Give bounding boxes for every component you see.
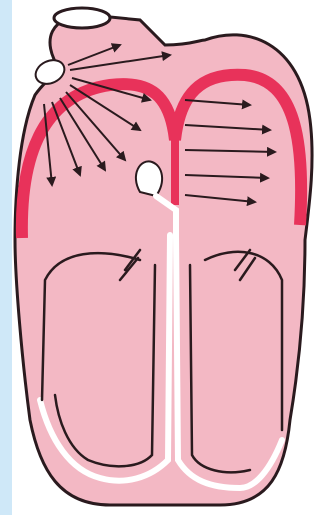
atrioventricular-node-icon bbox=[136, 161, 162, 196]
vena-cava-opening bbox=[54, 8, 110, 28]
